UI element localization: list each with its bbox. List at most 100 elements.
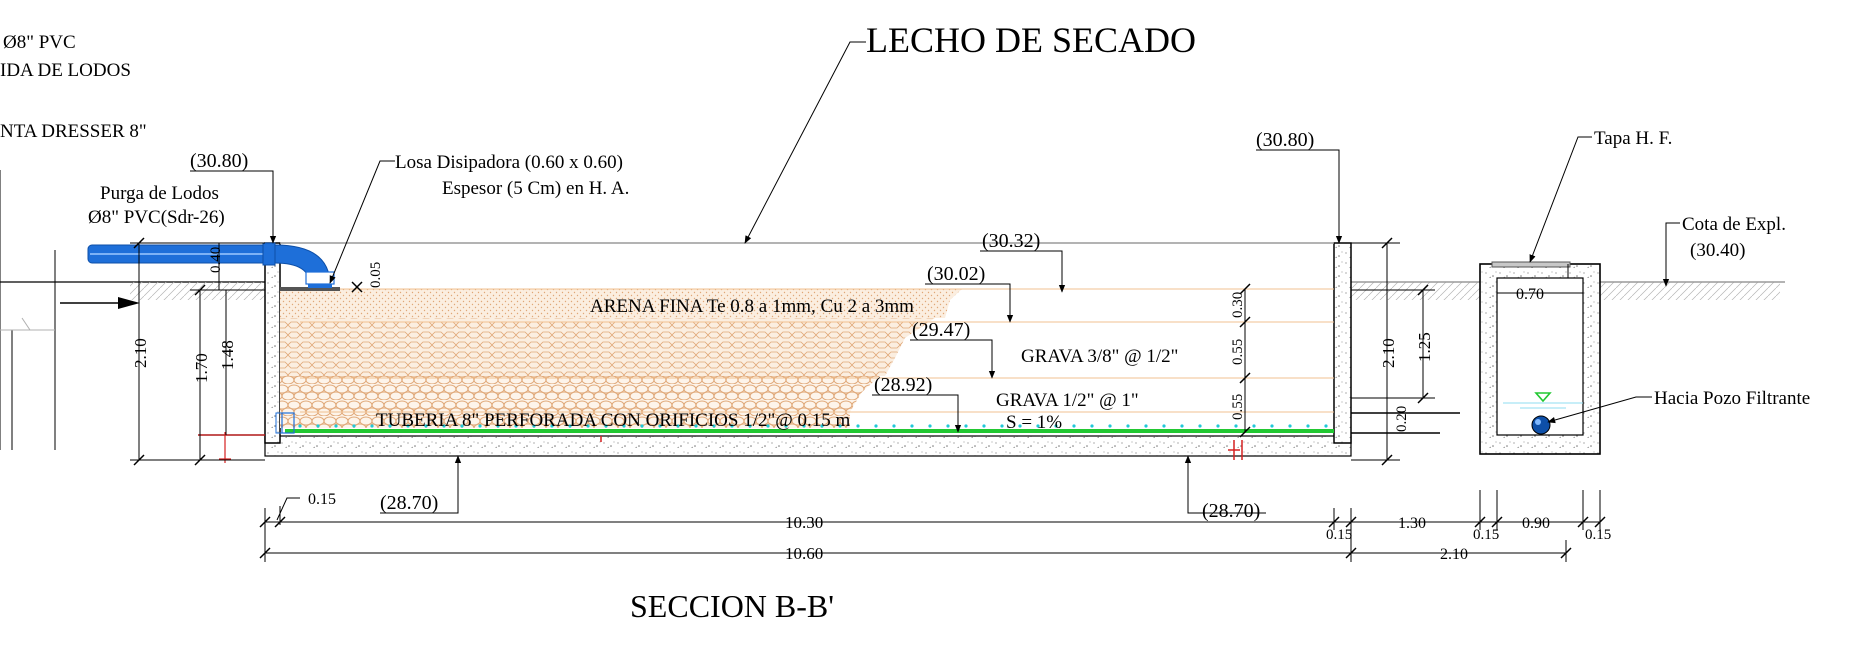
dim-210-bottom: 2.10 — [1440, 546, 1468, 563]
elevation-bottom-left: (28.70) — [380, 492, 438, 514]
orifice-dot — [316, 424, 320, 428]
dim-030: 0.30 — [1230, 292, 1246, 318]
orifice-dot — [568, 424, 572, 428]
orifice-dot — [622, 424, 626, 428]
orifice-dot — [352, 424, 356, 428]
slope-label: S = 1% — [1006, 412, 1062, 433]
dim-015-left: 0.15 — [308, 491, 336, 508]
layer-gravel-coarse-label: GRAVA 1/2" @ 1" — [996, 390, 1139, 411]
orifice-dot — [874, 424, 878, 428]
orifice-dot — [1288, 424, 1292, 428]
drain-pipe-label: TUBERIA 8" PERFORADA CON ORIFICIOS 1/2"@… — [376, 410, 851, 431]
dim-040: 0.40 — [208, 247, 224, 273]
orifice-dot — [910, 424, 914, 428]
orifice-dot — [838, 424, 842, 428]
orifice-dot — [946, 424, 950, 428]
orifice-dot — [406, 424, 410, 428]
drain-pipe-end — [275, 412, 283, 434]
orifice-dot — [550, 424, 554, 428]
dim-055a: 0.55 — [1230, 339, 1246, 365]
orifice-dot — [964, 424, 968, 428]
elevation-2947: (29.47) — [912, 319, 970, 341]
orifice-dot — [1324, 424, 1328, 428]
fine-sand-layer — [280, 289, 962, 318]
manhole-cover — [1491, 261, 1571, 268]
orifice-dot — [604, 424, 608, 428]
outlet-connection-pipe — [1351, 412, 1460, 434]
orifice-dot — [748, 424, 752, 428]
orifice-dot — [532, 424, 536, 428]
orifice-dot — [514, 424, 518, 428]
elevation-3032: (30.32) — [982, 230, 1040, 252]
orifice-dot — [766, 424, 770, 428]
orifice-dot — [1108, 424, 1112, 428]
orifice-dot — [460, 424, 464, 428]
orifice-dot — [1252, 424, 1256, 428]
dim-210-left: 2.10 — [131, 338, 150, 368]
dim-020: 0.20 — [1394, 406, 1410, 432]
orifice-dot — [1162, 424, 1166, 428]
orifice-dot — [1306, 424, 1310, 428]
orifice-dot — [1036, 424, 1040, 428]
coarse-gravel-layer — [280, 376, 880, 428]
outlet-pipe-icon — [1531, 415, 1551, 435]
orifice-dot — [478, 424, 482, 428]
elevation-2892: (28.92) — [874, 374, 932, 396]
purge-label-2: Ø8" PVC(Sdr-26) — [88, 207, 225, 228]
orifice-dot — [1000, 424, 1004, 428]
elevation-underlines — [190, 149, 1322, 514]
layer-gravel-fine-label: GRAVA 3/8" @ 1/2" — [1021, 346, 1178, 367]
dim-070: 0.70 — [1516, 286, 1544, 303]
orifice-dot — [982, 424, 986, 428]
dimension-ticks — [133, 237, 1606, 559]
orifice-dot — [1270, 424, 1274, 428]
orifice-dot — [1054, 424, 1058, 428]
dim-090: 0.90 — [1522, 515, 1550, 532]
orifice-dot — [856, 424, 860, 428]
fine-gravel-layer — [280, 318, 935, 376]
orifice-dot — [334, 424, 338, 428]
orifice-dot — [496, 424, 500, 428]
dim-125: 1.25 — [1415, 332, 1434, 362]
elevation-left-top: (30.80) — [190, 150, 248, 172]
dim-005: 0.05 — [368, 262, 384, 288]
orifice-dot — [388, 424, 392, 428]
layer-sand-label: ARENA FINA Te 0.8 a 1mm, Cu 2 a 3mm — [590, 296, 914, 317]
orifice-dot — [892, 424, 896, 428]
dim-055b: 0.55 — [1230, 394, 1246, 420]
orifice-dot — [1198, 424, 1202, 428]
note-sludge-out: IDA DE LODOS — [0, 60, 131, 81]
orifice-dot — [1180, 424, 1184, 428]
drain-orifice-dots — [298, 424, 1328, 428]
dim-1030: 10.30 — [785, 513, 823, 532]
purge-label-1: Purga de Lodos — [100, 183, 219, 204]
orifice-dot — [676, 424, 680, 428]
dim-015-end: 0.15 — [1585, 527, 1611, 543]
dim-015-mid: 0.15 — [1326, 527, 1352, 543]
orifice-dot — [442, 424, 446, 428]
manhole-structure — [1479, 261, 1601, 455]
elevation-3002: (30.02) — [927, 263, 985, 285]
orifice-dot — [730, 424, 734, 428]
manhole-cover-label: Tapa H. F. — [1594, 128, 1672, 149]
orifice-dot — [1126, 424, 1130, 428]
orifice-dot — [1144, 424, 1148, 428]
orifice-dot — [298, 424, 302, 428]
orifice-dot — [694, 424, 698, 428]
note-dresser: NTA DRESSER 8" — [0, 121, 147, 142]
ground-lines — [130, 281, 1785, 300]
dimension-lines — [130, 242, 1601, 562]
dim-148: 1.48 — [218, 340, 237, 370]
note-pipe-pvc: Ø8" PVC — [3, 32, 76, 53]
dissipator-slab — [280, 287, 340, 291]
red-markers — [198, 432, 1243, 463]
orifice-dot — [802, 424, 806, 428]
dim-1060: 10.60 — [785, 544, 823, 563]
orifice-dot — [820, 424, 824, 428]
ground-level-label: Cota de Expl. — [1682, 214, 1786, 235]
orifice-dot — [586, 424, 590, 428]
orifice-dot — [1216, 424, 1220, 428]
orifice-dot — [658, 424, 662, 428]
orifice-dot — [1234, 424, 1238, 428]
